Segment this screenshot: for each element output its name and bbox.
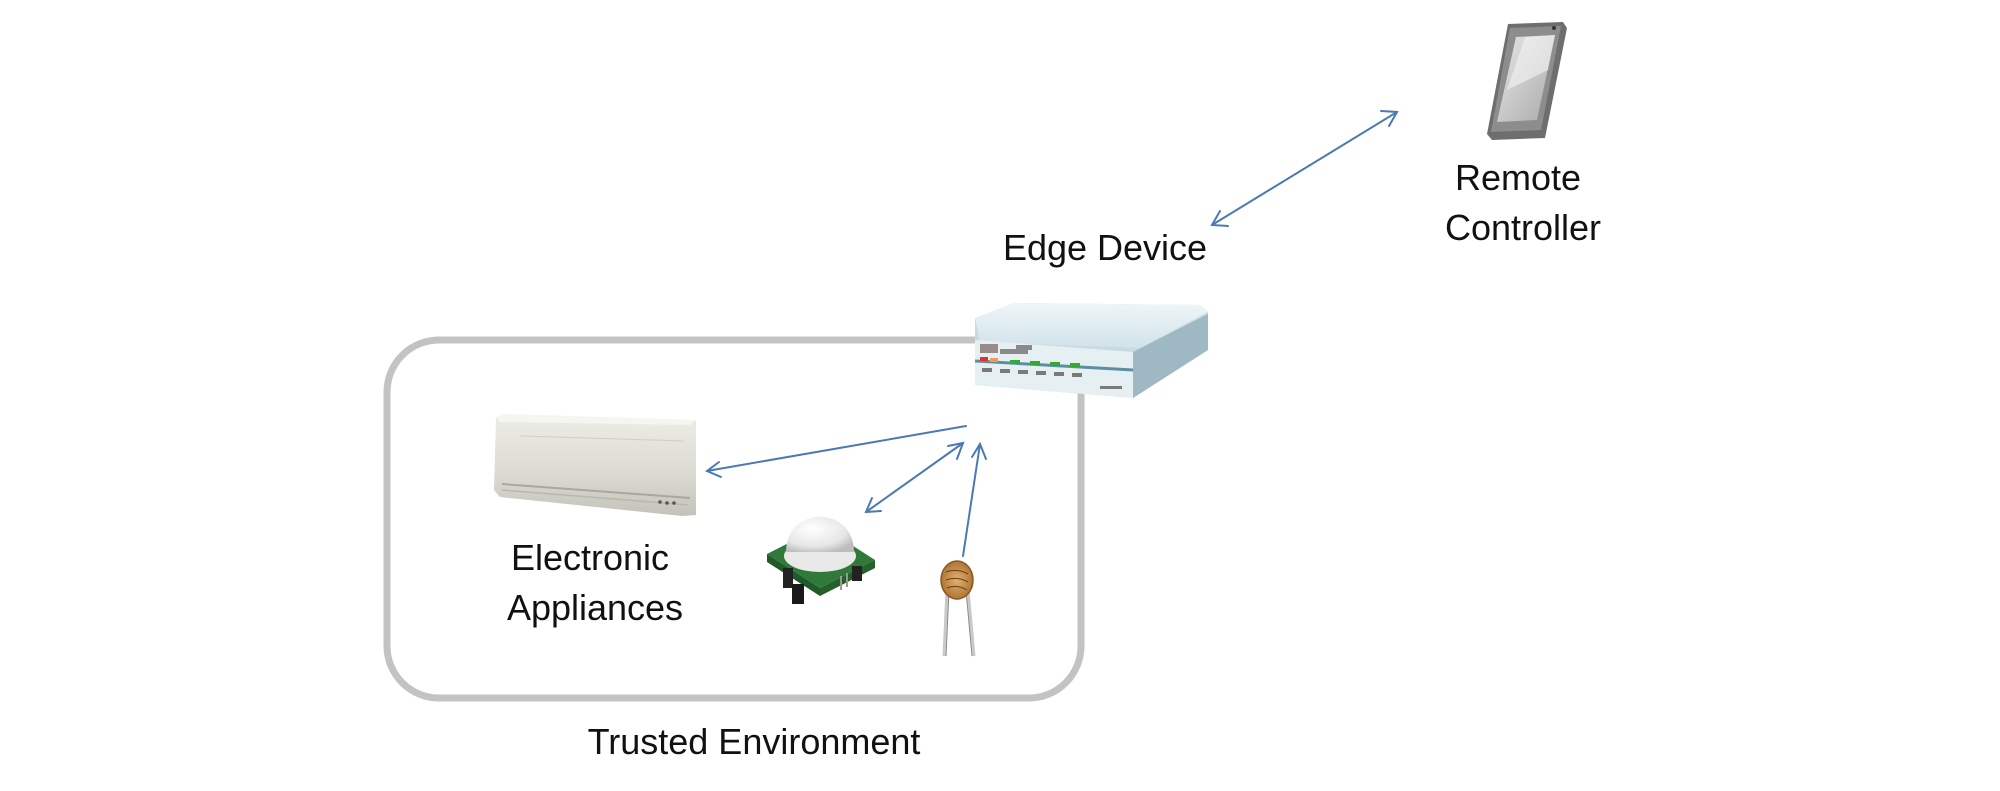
electronic-appliances-label: Electronic Appliances: [507, 537, 683, 628]
trusted-environment-boundary: [383, 336, 1085, 702]
edge-device-label: Edge Device: [1003, 227, 1207, 268]
smartphone-icon: [1487, 22, 1567, 140]
arrow-edge-to-remote: [1210, 110, 1399, 227]
connection-arrows: [705, 110, 1399, 557]
remote-controller-label: Remote Controller: [1445, 157, 1601, 248]
electronic-appliances-label-line1: Electronic: [511, 537, 669, 578]
pir-motion-sensor-icon: [767, 516, 875, 604]
arrow-edge-to-motion-sensor: [864, 441, 965, 514]
remote-controller-label-line2: Controller: [1445, 207, 1601, 248]
router-icon: [974, 303, 1208, 398]
arrow-light-sensor-to-edge: [962, 441, 987, 557]
remote-controller-label-line1: Remote: [1455, 157, 1581, 198]
air-conditioner-icon: [494, 414, 696, 516]
electronic-appliances-label-line2: Appliances: [507, 587, 683, 628]
trusted-environment-label: Trusted Environment: [588, 721, 921, 762]
photoresistor-icon: [940, 560, 976, 657]
arrow-edge-to-appliances: [705, 425, 967, 478]
